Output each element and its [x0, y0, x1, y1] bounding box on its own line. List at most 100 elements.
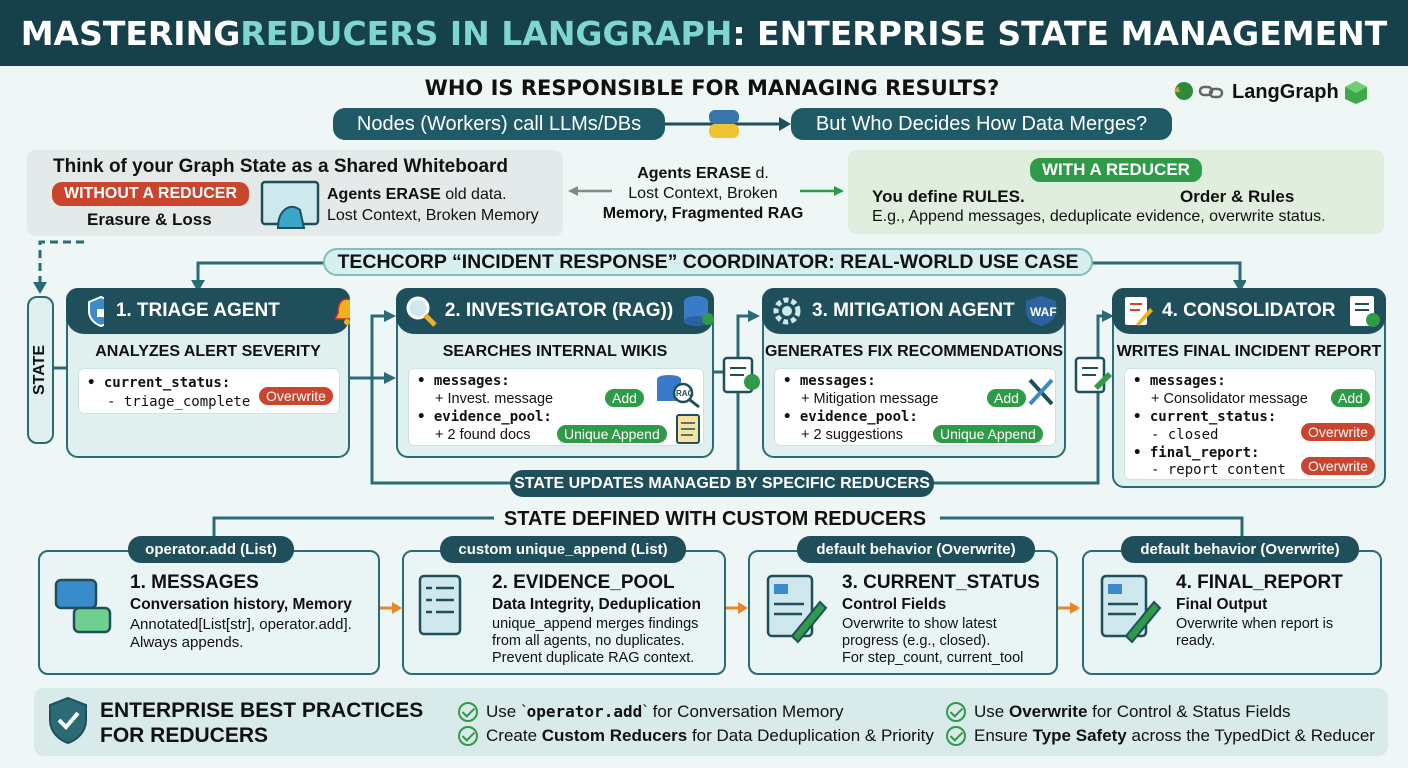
document-icon	[676, 414, 700, 444]
langgraph-cube-icon	[1344, 81, 1367, 104]
agent-connectors	[346, 310, 1114, 485]
triage-agent-card: 1. TRIAGE AGENT ANALYZES ALERT SEVERITY …	[66, 288, 350, 458]
practice-1: Use `operator.add` for Conversation Memo…	[486, 702, 844, 721]
waf-shield-icon: WAF	[1025, 296, 1057, 326]
shield-lock-icon	[88, 295, 104, 327]
add-tag: Add	[605, 389, 644, 407]
triage-subtitle: ANALYZES ALERT SEVERITY	[95, 343, 321, 360]
erasure-label: Erasure & Loss	[87, 210, 212, 229]
consolidator-subtitle: WRITES FINAL INCIDENT REPORT	[1116, 343, 1382, 360]
reducer-line1b: Order & Rules	[1180, 187, 1295, 206]
triage-agent-header: 1. TRIAGE AGENT	[66, 288, 350, 334]
check-icon	[946, 702, 966, 722]
overwrite-pill-report: default behavior (Overwrite)	[1121, 536, 1359, 563]
state-updates-pill: STATE UPDATES MANAGED BY SPECIFIC REDUCE…	[510, 470, 934, 497]
shield-check-icon	[49, 696, 87, 745]
unique-append-tag: Unique Append	[933, 425, 1043, 443]
orange-arrow-1	[380, 602, 402, 614]
investigator-fields: messages: + Invest. message Add evidence…	[408, 368, 704, 446]
final-report-field-card: 4. FINAL_REPORT Final Output Overwrite w…	[1082, 550, 1382, 675]
report-pencil-icon	[1125, 297, 1153, 326]
consolidator-agent-card: 4. CONSOLIDATOR WRITES FINAL INCIDENT RE…	[1112, 288, 1386, 488]
practice-3: Use Overwrite for Control & Status Field…	[974, 702, 1291, 721]
operator-add-pill: operator.add (List)	[128, 536, 294, 563]
whiteboard-title: Think of your Graph State as a Shared Wh…	[53, 156, 509, 177]
practice-2: Create Custom Reducers for Data Deduplic…	[486, 726, 934, 745]
checklist-doc-icon-2	[1074, 356, 1112, 394]
state-connector	[54, 366, 68, 370]
flow-arrow-with-python	[665, 110, 791, 138]
chat-bubbles-icon	[54, 578, 112, 634]
check-icon	[458, 702, 478, 722]
approved-doc-icon	[1350, 296, 1381, 327]
title-post: : ENTERPRISE STATE MANAGEMENT	[732, 13, 1388, 53]
document-edit-icon	[766, 574, 828, 644]
usecase-arrows	[191, 261, 1246, 292]
custom-reducers-title: STATE DEFINED WITH CUSTOM REDUCERS	[503, 508, 927, 530]
practice-4: Ensure Type Safety across the TypedDict …	[974, 726, 1375, 745]
with-reducer-badge: WITH A REDUCER	[1030, 158, 1202, 182]
middle-text: Agents ERASE d. Lost Context, Broken Mem…	[602, 165, 804, 222]
right-green-arrow	[800, 186, 844, 196]
overwrite-tag: Overwrite	[1301, 457, 1375, 475]
langgraph-brand: LangGraph	[1172, 78, 1369, 106]
mitigation-agent-card: 3. MITIGATION AGENT WAF GENERATES FIX RE…	[762, 288, 1066, 458]
title-pre: MASTERING	[20, 13, 241, 53]
nodes-pill: Nodes (Workers) call LLMs/DBs	[333, 108, 665, 140]
page-header: MASTERING REDUCERS IN LANGGRAPH: ENTERPR…	[0, 0, 1408, 66]
reducer-line2: E.g., Append messages, deduplicate evide…	[872, 208, 1326, 225]
overwrite-tag: Overwrite	[259, 387, 333, 405]
whiteboard-desc1: Agents ERASE old data.	[327, 186, 507, 203]
unique-append-pill: custom unique_append (List)	[440, 536, 686, 563]
svg-text:WAF: WAF	[1030, 305, 1057, 319]
check-icon	[458, 726, 478, 746]
overwrite-tag: Overwrite	[1301, 423, 1375, 441]
reducer-line1: You define RULES.	[872, 187, 1025, 206]
messages-field-card: 1. MESSAGES Conversation history, Memory…	[38, 550, 380, 675]
database-icon	[684, 296, 714, 326]
current-status-field-card: 3. CURRENT_STATUS Control Fields Overwri…	[748, 550, 1058, 675]
mitigation-subtitle: GENERATES FIX RECOMMENDATIONS	[764, 343, 1064, 360]
usecase-banner: TECHCORP “INCIDENT RESPONSE” COORDINATOR…	[323, 248, 1093, 276]
unique-append-tag: Unique Append	[557, 425, 667, 443]
add-tag: Add	[987, 389, 1026, 407]
whiteboard-desc2: Lost Context, Broken Memory	[327, 207, 539, 224]
parrot-link-icon	[1174, 82, 1224, 100]
check-icon	[946, 726, 966, 746]
orange-arrow-2	[726, 602, 748, 614]
triage-fields: current_status: - triage_complete Overwr…	[78, 368, 340, 414]
add-tag: Add	[1331, 389, 1370, 407]
magnifier-icon	[406, 296, 437, 327]
state-vertical-label: STATE	[27, 296, 54, 444]
python-icon	[709, 110, 739, 138]
investigator-agent-card: 2. INVESTIGATOR (RAG)) SEARCHES INTERNAL…	[396, 288, 714, 458]
whiteboard-erase-icon	[260, 180, 320, 229]
with-reducer-panel: WITH A REDUCER You define RULES. Order &…	[848, 150, 1384, 234]
overwrite-pill-status: default behavior (Overwrite)	[797, 536, 1035, 563]
title-highlight: REDUCERS IN LANGGRAPH	[240, 13, 733, 53]
checklist-icon	[418, 574, 462, 636]
gear-icon	[773, 297, 801, 325]
investigator-subtitle: SEARCHES INTERNAL WIKIS	[442, 343, 668, 360]
whiteboard-panel: Think of your Graph State as a Shared Wh…	[27, 150, 563, 236]
without-reducer-badge: WITHOUT A REDUCER	[52, 182, 250, 206]
mitigation-header: 3. MITIGATION AGENT WAF	[762, 288, 1066, 334]
alarm-bell-icon	[333, 298, 350, 325]
checklist-doc-icon-1	[722, 356, 760, 394]
consolidator-header: 4. CONSOLIDATOR	[1112, 288, 1386, 334]
evidence-pool-field-card: 2. EVIDENCE_POOL Data Integrity, Dedupli…	[402, 550, 726, 675]
tools-icon	[1028, 378, 1054, 406]
brand-name: LangGraph	[1232, 80, 1339, 103]
rag-database-icon: RAG	[657, 375, 700, 409]
left-gray-arrow	[568, 186, 612, 196]
mitigation-fields: messages: + Mitigation message Add evide…	[774, 368, 1056, 446]
orange-arrow-3	[1058, 602, 1080, 614]
report-edit-icon	[1100, 574, 1162, 644]
consolidator-fields: messages: + Consolidator message Add cur…	[1124, 368, 1376, 480]
custom-reducers-bracket	[212, 516, 1244, 542]
who-decides-pill: But Who Decides How Data Merges?	[791, 108, 1172, 140]
svg-text:RAG: RAG	[676, 389, 694, 398]
question-heading: WHO IS RESPONSIBLE FOR MANAGING RESULTS?	[424, 76, 1000, 100]
